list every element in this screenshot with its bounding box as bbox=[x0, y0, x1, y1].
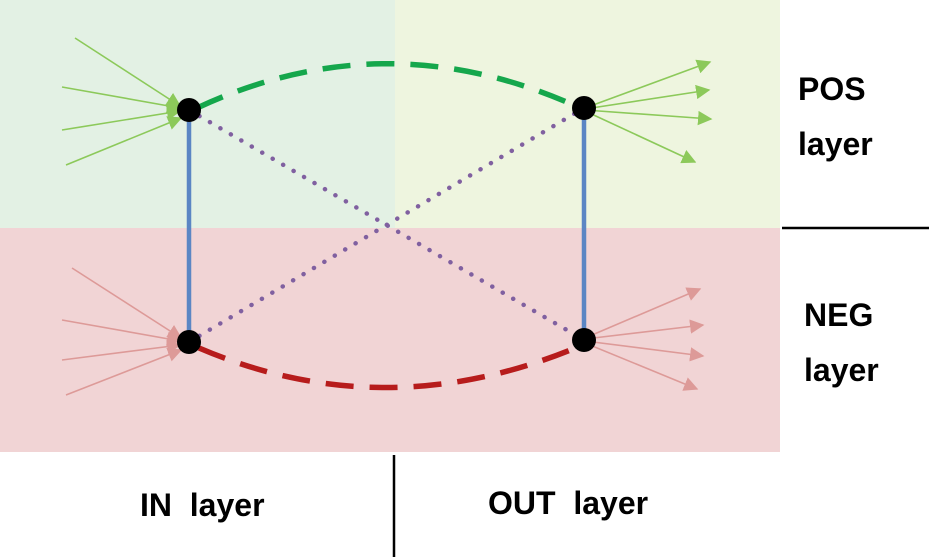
out-layer-label: OUT layer bbox=[488, 485, 648, 521]
neg-region bbox=[0, 228, 780, 452]
neg-layer-label-line1: NEG bbox=[804, 297, 873, 333]
neg-in-arrows bbox=[61, 267, 183, 396]
arrow bbox=[61, 319, 182, 346]
arrow bbox=[61, 86, 182, 113]
pos-curve bbox=[195, 61, 580, 111]
pos-out-arrows bbox=[584, 59, 713, 164]
arrow bbox=[61, 105, 182, 131]
arrow bbox=[584, 84, 711, 110]
arrow bbox=[584, 59, 712, 109]
arrow bbox=[584, 110, 697, 164]
neg-curve bbox=[197, 343, 582, 391]
arrow bbox=[61, 339, 182, 361]
arrow bbox=[71, 267, 183, 339]
node-pos-out bbox=[572, 96, 596, 120]
node-pos-in bbox=[177, 98, 201, 122]
node-neg-in bbox=[177, 330, 201, 354]
cross-link-neg-in-to-pos-out bbox=[186, 105, 587, 345]
pos-layer-label-line2: layer bbox=[798, 126, 873, 162]
arrow bbox=[584, 340, 705, 362]
arrow bbox=[65, 348, 183, 396]
pos-in-arrows bbox=[61, 37, 183, 166]
arrow bbox=[584, 109, 713, 126]
arrow bbox=[584, 287, 702, 339]
neg-layer-label-line2: layer bbox=[804, 352, 879, 388]
pos-layer-label-line1: POS bbox=[798, 71, 866, 107]
node-neg-out bbox=[572, 328, 596, 352]
neg-out-arrows bbox=[584, 287, 705, 391]
arrow bbox=[74, 37, 182, 107]
arrow bbox=[65, 116, 183, 166]
in-layer-label: IN layer bbox=[140, 487, 265, 523]
arrow bbox=[584, 342, 699, 391]
arrow bbox=[584, 319, 705, 340]
